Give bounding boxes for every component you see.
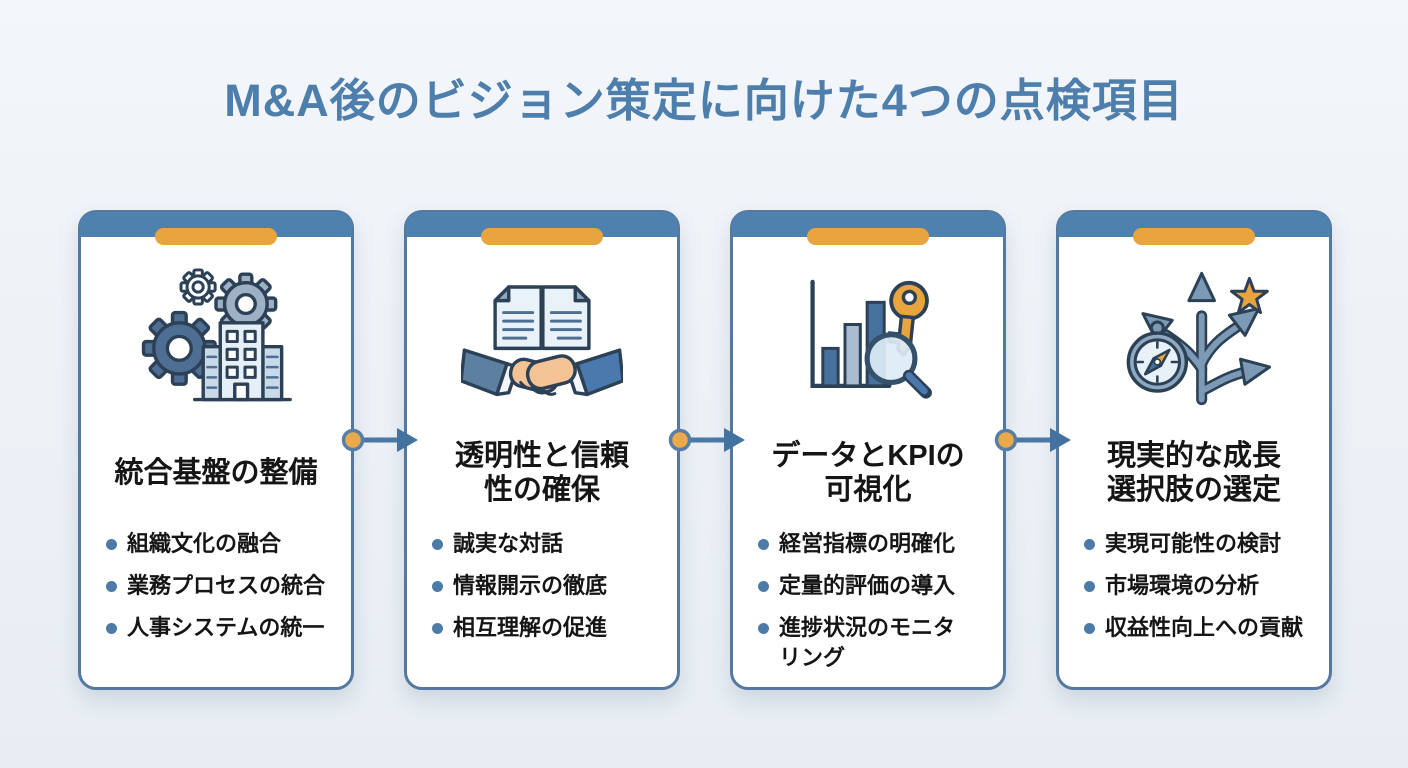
bullet-dot-icon bbox=[758, 622, 769, 634]
list-item: 定量的評価の導入 bbox=[758, 571, 991, 601]
bullet-dot-icon bbox=[758, 580, 769, 592]
list-item: 市場環境の分析 bbox=[1084, 571, 1317, 601]
flow-arrow-icon bbox=[994, 428, 1071, 452]
bullet-dot-icon bbox=[432, 580, 443, 592]
handshake-documents-icon bbox=[407, 251, 677, 427]
bullet-text: 相互理解の促進 bbox=[453, 614, 608, 640]
bullet-text: 進捗状況のモニタ リング bbox=[779, 614, 956, 670]
card-accent-pill bbox=[481, 228, 603, 245]
list-item: 収益性向上への貢献 bbox=[1084, 613, 1317, 643]
bullet-text: 誠実な対話 bbox=[453, 531, 564, 556]
gears-building-icon bbox=[81, 251, 351, 427]
card-title: データとKPIの 可視化 bbox=[771, 439, 965, 506]
bullet-dot-icon bbox=[432, 539, 443, 550]
list-item: 情報開示の徹底 bbox=[432, 571, 665, 601]
bullet-dot-icon bbox=[432, 622, 443, 634]
list-item: 業務プロセスの統合 bbox=[106, 571, 339, 601]
card-integration-foundation: 統合基盤の整備 組織文化の融合 業務プロセスの統合 人事システムの統一 bbox=[78, 210, 354, 690]
bullet-dot-icon bbox=[1084, 622, 1095, 634]
list-item: 実現可能性の検討 bbox=[1084, 529, 1317, 559]
list-item: 進捗状況のモニタ リング bbox=[758, 613, 991, 673]
bullet-list: 組織文化の融合 業務プロセスの統合 人事システムの統一 bbox=[106, 529, 339, 655]
bullet-text: 市場環境の分析 bbox=[1105, 572, 1260, 598]
page-title: M&A後のビジョン策定に向けた4つの点検項目 bbox=[224, 75, 1184, 126]
chart-key-magnifier-icon bbox=[733, 251, 1003, 427]
bullet-list: 経営指標の明確化 定量的評価の導入 進捗状況のモニタ リング bbox=[758, 529, 991, 685]
compass-paths-star-icon bbox=[1059, 251, 1329, 427]
flow-arrow-icon bbox=[341, 428, 418, 452]
bullet-text: 情報開示の徹底 bbox=[453, 572, 608, 598]
bullet-text: 実現可能性の検討 bbox=[1105, 531, 1282, 556]
list-item: 組織文化の融合 bbox=[106, 529, 339, 559]
flow-arrow-icon bbox=[668, 428, 745, 452]
bullet-text: 収益性向上への貢献 bbox=[1105, 614, 1304, 640]
bullet-list: 誠実な対話 情報開示の徹底 相互理解の促進 bbox=[432, 529, 665, 655]
bullet-dot-icon bbox=[1084, 539, 1095, 550]
card-growth-options: 現実的な成長 選択肢の選定 実現可能性の検討 市場環境の分析 収益性向上への貢献 bbox=[1056, 210, 1332, 690]
card-accent-pill bbox=[155, 228, 277, 245]
bullet-dot-icon bbox=[1084, 580, 1095, 592]
bullet-dot-icon bbox=[106, 539, 117, 550]
bullet-list: 実現可能性の検討 市場環境の分析 収益性向上への貢献 bbox=[1084, 529, 1317, 655]
card-title: 透明性と信頼 性の確保 bbox=[454, 439, 629, 506]
card-title: 現実的な成長 選択肢の選定 bbox=[1106, 439, 1281, 506]
card-accent-pill bbox=[1133, 228, 1255, 245]
bullet-text: 業務プロセスの統合 bbox=[127, 572, 326, 598]
card-accent-pill bbox=[807, 228, 929, 245]
bullet-text: 組織文化の融合 bbox=[127, 531, 282, 556]
list-item: 経営指標の明確化 bbox=[758, 529, 991, 559]
list-item: 相互理解の促進 bbox=[432, 613, 665, 643]
card-data-kpi: データとKPIの 可視化 経営指標の明確化 定量的評価の導入 進捗状況のモニタ … bbox=[730, 210, 1006, 690]
bullet-dot-icon bbox=[106, 580, 117, 592]
bullet-dot-icon bbox=[758, 539, 769, 550]
bullet-dot-icon bbox=[106, 622, 117, 634]
bullet-text: 人事システムの統一 bbox=[127, 614, 325, 640]
list-item: 誠実な対話 bbox=[432, 529, 665, 559]
card-title: 統合基盤の整備 bbox=[114, 456, 318, 489]
card-transparency-trust: 透明性と信頼 性の確保 誠実な対話 情報開示の徹底 相互理解の促進 bbox=[404, 210, 680, 690]
bullet-text: 定量的評価の導入 bbox=[779, 572, 956, 598]
list-item: 人事システムの統一 bbox=[106, 613, 339, 643]
bullet-text: 経営指標の明確化 bbox=[779, 531, 956, 556]
